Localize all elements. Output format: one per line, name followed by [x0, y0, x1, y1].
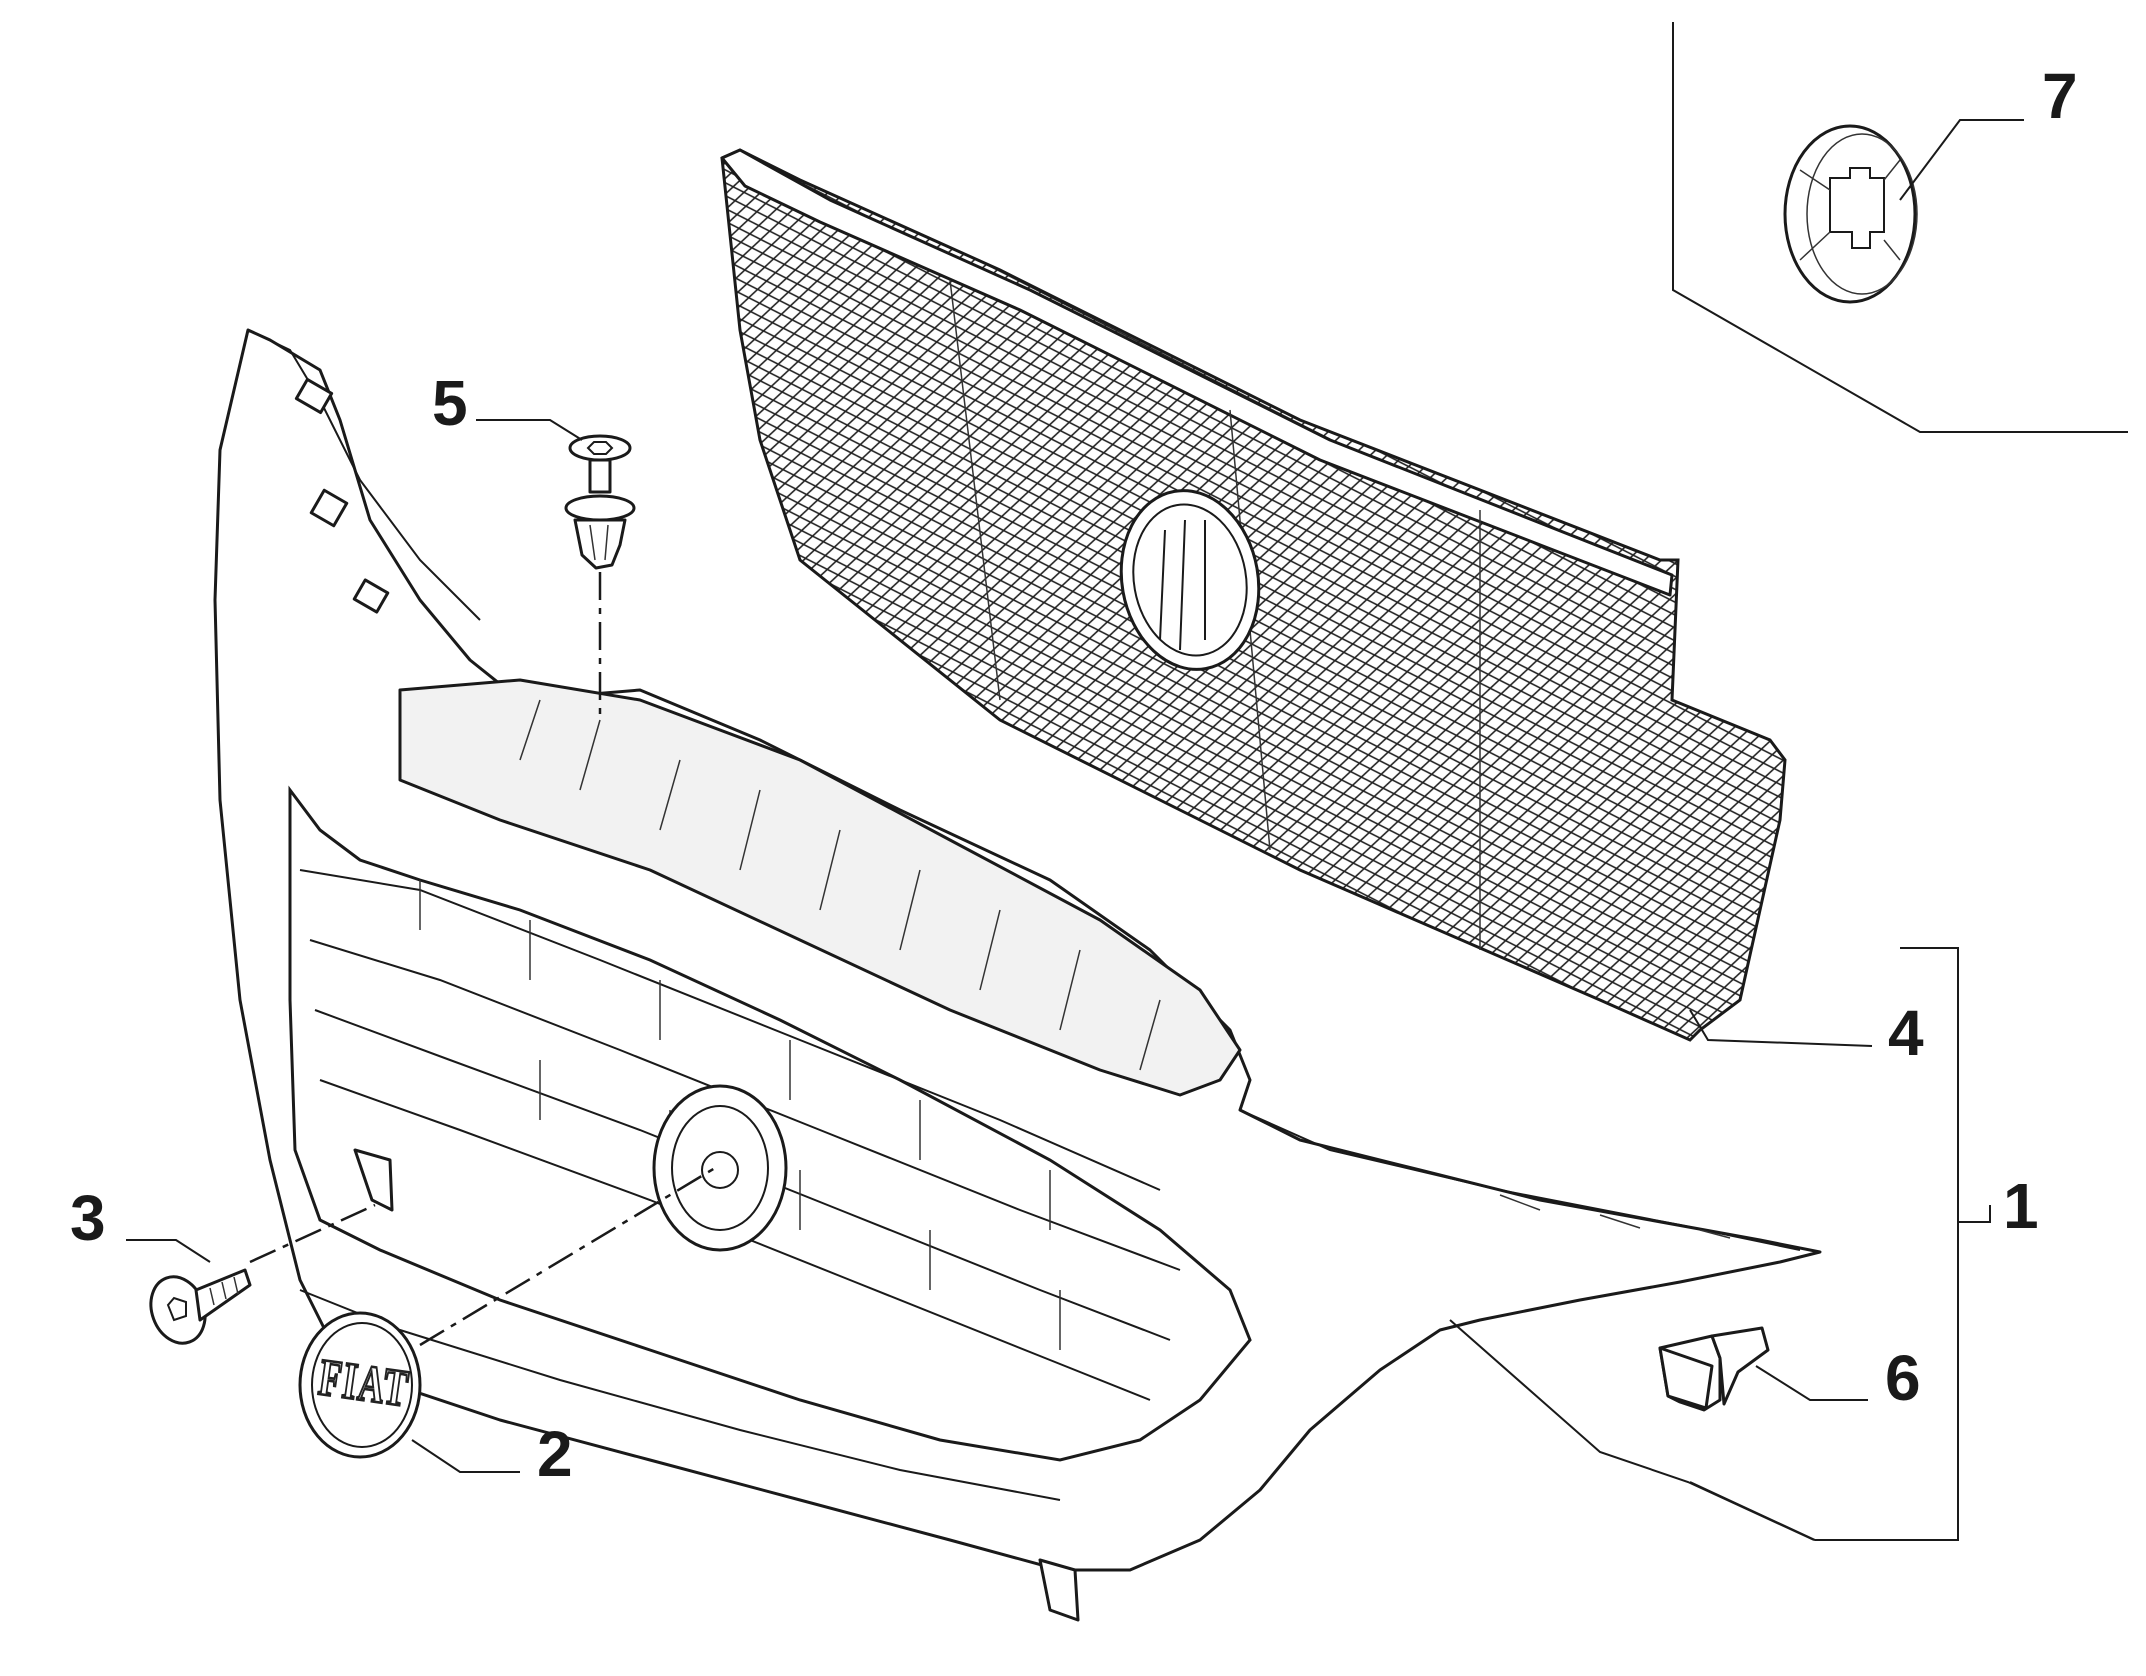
fiat-emblem-part: FIAT: [298, 1311, 422, 1459]
inset-frame: [1672, 22, 2128, 433]
grille-frame-part: [213, 328, 1822, 1622]
assembly-axis-lines: [249, 572, 716, 1347]
callout-labels: 1 2 3 4 5 6 7: [70, 60, 2078, 1490]
push-clip-part: [564, 434, 636, 570]
callout-3: 3: [70, 1182, 106, 1254]
screw-part: [149, 1268, 252, 1345]
tab-clip-part: [1658, 1326, 1770, 1412]
leader-lines: [126, 119, 2024, 1541]
plug-cap-part: [1783, 124, 1918, 304]
emblem-lettering: FIAT: [316, 1348, 414, 1418]
callout-4: 4: [1888, 997, 1924, 1069]
callout-2: 2: [537, 1418, 573, 1490]
callout-6: 6: [1885, 1342, 1921, 1414]
callout-5: 5: [432, 367, 468, 439]
mesh-grille-part: [720, 148, 1787, 1042]
callout-1: 1: [2003, 1170, 2039, 1242]
callout-7: 7: [2042, 60, 2078, 132]
